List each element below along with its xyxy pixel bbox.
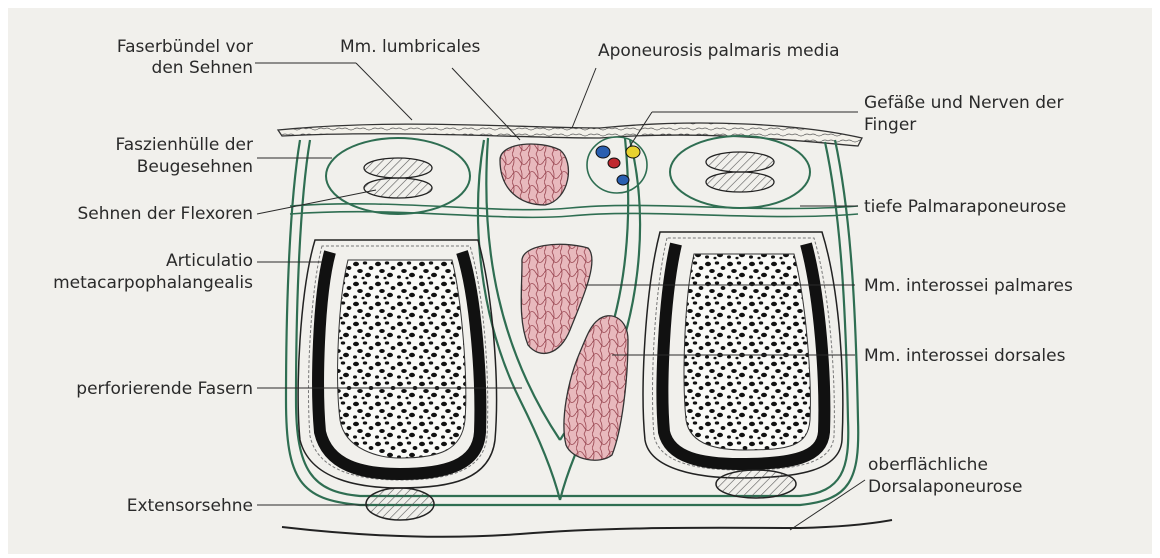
interossei-palmares-muscle [521,244,592,353]
flexor-tendon-left-lower [364,178,432,198]
label-sehnen-flexoren: Sehnen der Flexoren [77,204,253,224]
flexor-tendon-left-upper [364,158,432,178]
flexor-tendon-right-lower [706,172,774,192]
label-aponeurosis-palmaris-media: Aponeurosis palmaris media [598,41,840,61]
label-faszienhuelle-1: Faszienhülle der [116,135,253,155]
lumbrical-muscle [500,144,568,205]
cancellous-bone-right [684,254,810,450]
label-interossei-palmares: Mm. interossei palmares [864,276,1073,296]
label-oberflaechliche-1: oberflächliche [868,455,988,475]
label-oberflaechliche-2: Dorsalaponeurose [868,477,1022,497]
label-faserbuendel-1: Faserbündel vor [117,37,253,57]
blood-vessel-blue [596,146,610,158]
deep-palmar-aponeurosis-fibers [290,204,858,218]
cancellous-bone-left [338,260,466,458]
label-interossei-dorsales: Mm. interossei dorsales [864,346,1066,366]
metacarpal-left [298,240,496,488]
flexor-tendon-right-upper [706,152,774,172]
label-tiefe-palmaraponeurose: tiefe Palmaraponeurose [864,197,1066,217]
label-gefaesse-2: Finger [864,115,916,135]
extensor-tendon-left [366,488,434,520]
label-perforierende-fasern: perforierende Fasern [76,379,253,399]
extensor-tendon-right [716,470,796,498]
blood-vessel-red [608,158,620,168]
nerve-yellow [626,146,640,158]
label-extensorsehne: Extensorsehne [127,496,253,516]
interossei-dorsales-muscle [564,316,628,460]
label-faszienhuelle-2: Beugesehnen [137,157,253,177]
label-faserbuendel-2: den Sehnen [152,58,253,78]
label-articulatio-2: metacarpophalangealis [53,273,253,293]
label-articulatio-1: Articulatio [166,251,253,271]
label-gefaesse-1: Gefäße und Nerven der [864,93,1063,113]
neurovascular-bundle [587,137,647,193]
blood-vessel-blue-2 [617,175,629,185]
label-lumbricales: Mm. lumbricales [340,37,481,57]
